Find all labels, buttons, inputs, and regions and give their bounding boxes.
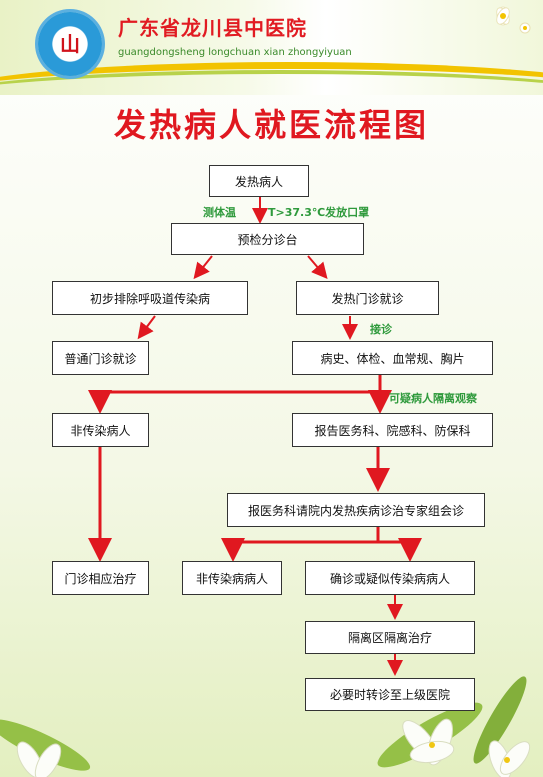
node-report-depts: 报告医务科、院感科、防保科 [292, 413, 493, 447]
node-initial-exclusion: 初步排除呼吸道传染病 [52, 281, 248, 315]
header-banner: 山 广东省龙川县中医院 guangdongsheng longchuan xia… [0, 0, 543, 95]
label-measure-temp: 测体温 [203, 206, 236, 219]
node-transfer: 必要时转诊至上级医院 [305, 678, 475, 711]
node-non-infectious-1: 非传染病人 [52, 413, 149, 447]
node-expert-consult: 报医务科请院内发热疾病诊治专家组会诊 [227, 493, 485, 527]
node-fever-clinic: 发热门诊就诊 [296, 281, 439, 315]
label-receive: 接诊 [370, 323, 392, 336]
hospital-pinyin: guangdongsheng longchuan xian zhongyiyua… [118, 47, 352, 58]
yellow-swoosh [0, 62, 543, 95]
node-pre-triage: 预检分诊台 [171, 223, 364, 255]
node-regular-clinic: 普通门诊就诊 [52, 341, 149, 375]
node-isolation-treatment: 隔离区隔离治疗 [305, 621, 475, 654]
arrow-to-regular-clinic [137, 315, 156, 340]
hospital-name: 广东省龙川县中医院 [118, 16, 307, 40]
node-history-exam: 病史、体检、血常规、胸片 [292, 341, 493, 375]
label-suspected-isolate: 可疑病人隔离观察 [389, 392, 477, 405]
hospital-logo: 山 [38, 12, 102, 76]
node-outpatient-treatment: 门诊相应治疗 [52, 561, 149, 595]
green-swoosh [0, 70, 543, 95]
label-temp-threshold: T>37.3℃发放口罩 [268, 206, 370, 219]
arrow-to-exclusion [193, 255, 213, 280]
page-title: 发热病人就医流程图 [113, 106, 429, 144]
node-confirmed-suspected: 确诊或疑似传染病病人 [305, 561, 475, 595]
arrow-to-fever-clinic [307, 255, 328, 280]
logo-mark: 山 [60, 32, 80, 56]
node-non-infectious-2: 非传染病病人 [182, 561, 282, 595]
node-fever-patient: 发热病人 [209, 165, 309, 197]
flower-icon [496, 6, 531, 34]
